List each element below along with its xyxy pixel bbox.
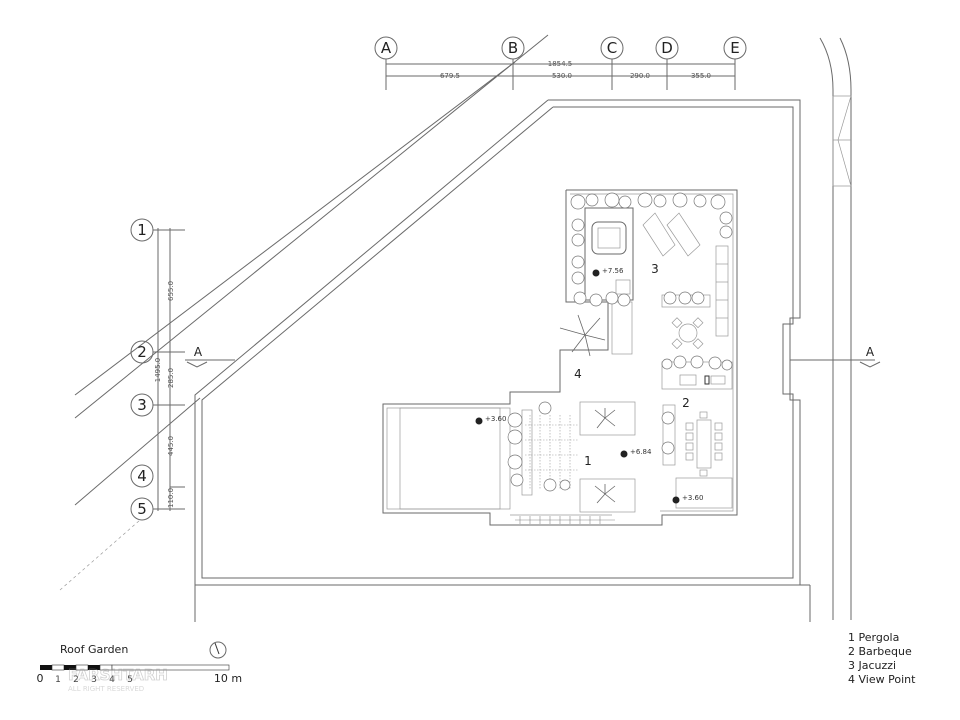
site-boundary: [194, 99, 811, 622]
zone-2-label: 2: [682, 396, 690, 410]
grid-marker-5: 5: [130, 497, 154, 521]
grid-marker-1: 1: [130, 218, 154, 242]
svg-text:FARSHTARH: FARSHTARH: [68, 666, 168, 684]
zone-1-label: 1: [584, 454, 592, 468]
drawing-title: Roof Garden: [60, 643, 128, 656]
grid-rows: 1 2 3 4 5 1495.0 655.0 285.0 445.0 110.0: [130, 218, 185, 521]
svg-text:D: D: [661, 39, 673, 57]
svg-text:4: 4: [109, 675, 115, 685]
svg-text:445.0: 445.0: [167, 436, 175, 456]
svg-text:679.5: 679.5: [440, 72, 460, 80]
svg-text:355.0: 355.0: [691, 72, 711, 80]
shrubs: [507, 192, 733, 492]
level-marker: +3.60: [475, 415, 506, 425]
legend-item: 2 Barbeque: [848, 645, 912, 658]
svg-text:655.0: 655.0: [167, 281, 175, 301]
svg-text:+7.56: +7.56: [602, 267, 624, 275]
svg-text:1: 1: [55, 675, 61, 685]
svg-text:3: 3: [91, 675, 97, 685]
level-marker: +6.84: [620, 448, 652, 458]
svg-text:2: 2: [137, 343, 147, 361]
palm-trees: [559, 314, 616, 504]
grid-marker-D: D: [655, 36, 679, 60]
section-marker-right: A: [790, 345, 881, 368]
grid-marker-3: 3: [130, 393, 154, 417]
title-block: Roof Garden 0 1 2 3 4 5 10 m FARSHTARH A…: [37, 641, 242, 693]
grid-marker-4: 4: [130, 464, 154, 488]
svg-text:1495.0: 1495.0: [154, 358, 162, 383]
zone-4-label: 4: [574, 367, 582, 381]
svg-text:285.0: 285.0: [167, 368, 175, 388]
legend: 1 Pergola 2 Barbeque 3 Jacuzzi 4 View Po…: [848, 631, 916, 686]
right-road: [819, 37, 852, 620]
svg-text:1854.5: 1854.5: [548, 60, 573, 68]
grid-marker-C: C: [600, 36, 624, 60]
svg-text:ALL RIGHT RESERVED: ALL RIGHT RESERVED: [68, 685, 144, 693]
svg-text:3: 3: [137, 396, 147, 414]
svg-text:5: 5: [127, 675, 133, 685]
svg-text:+3.60: +3.60: [682, 494, 703, 502]
svg-text:4: 4: [137, 467, 147, 485]
grid-marker-B: B: [501, 36, 525, 60]
svg-text:5: 5: [137, 500, 147, 518]
diagonal-road-lines: [59, 34, 549, 591]
svg-text:+3.60: +3.60: [485, 415, 506, 423]
grid-marker-E: E: [723, 36, 747, 60]
grid-marker-A: A: [374, 36, 398, 60]
grid-marker-2: 2: [130, 340, 154, 364]
svg-text:B: B: [508, 39, 518, 57]
zone-labels: 1 2 3 4: [574, 262, 690, 468]
legend-item: 4 View Point: [848, 673, 916, 686]
svg-text:1: 1: [137, 221, 147, 239]
svg-text:A: A: [381, 39, 392, 57]
svg-text:110.0: 110.0: [167, 488, 175, 508]
svg-text:A: A: [866, 345, 875, 359]
svg-text:A: A: [194, 345, 203, 359]
legend-item: 1 Pergola: [848, 631, 899, 644]
svg-text:530.0: 530.0: [552, 72, 572, 80]
legend-item: 3 Jacuzzi: [848, 659, 896, 672]
section-marker-left: A: [185, 345, 235, 368]
svg-text:+6.84: +6.84: [630, 448, 652, 456]
svg-text:10 m: 10 m: [214, 672, 242, 685]
grid-columns: A B C D E 1854.5 679.5 530.0 290.0 355.0: [374, 36, 747, 90]
svg-text:C: C: [607, 39, 617, 57]
svg-text:290.0: 290.0: [630, 72, 650, 80]
svg-text:2: 2: [73, 675, 79, 685]
watermark-logo: FARSHTARH ALL RIGHT RESERVED: [68, 666, 169, 693]
level-markers: +7.56 +3.60 +6.84 +3.60: [475, 267, 703, 504]
scale-bar: 0 1 2 3 4 5 10 m: [37, 664, 242, 685]
level-marker: +3.60: [672, 494, 703, 504]
svg-text:0: 0: [37, 672, 44, 685]
level-marker: +7.56: [592, 267, 624, 277]
zone-3-label: 3: [651, 262, 659, 276]
svg-text:E: E: [730, 39, 739, 57]
